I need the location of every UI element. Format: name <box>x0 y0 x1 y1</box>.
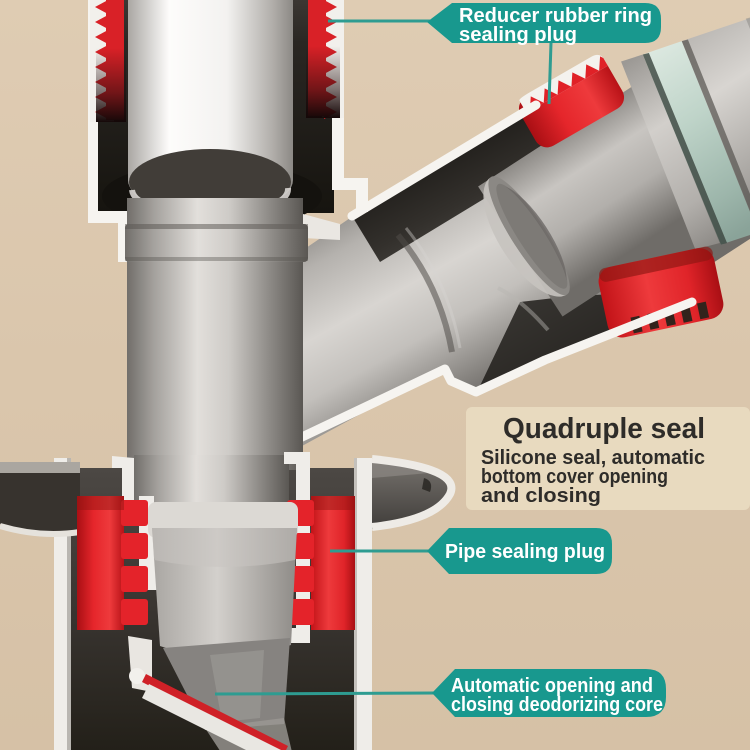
svg-text:Reducer rubber ring: Reducer rubber ring <box>459 5 652 27</box>
svg-text:and closing: and closing <box>481 485 601 507</box>
svg-text:Quadruple seal: Quadruple seal <box>503 413 705 445</box>
svg-text:closing deodorizing core: closing deodorizing core <box>451 694 663 716</box>
svg-text:Silicone seal, automatic: Silicone seal, automatic <box>481 447 705 469</box>
svg-text:Automatic opening and: Automatic opening and <box>451 675 653 697</box>
svg-text:bottom cover opening: bottom cover opening <box>481 466 668 488</box>
svg-text:sealing plug: sealing plug <box>459 24 577 46</box>
svg-text:Pipe sealing plug: Pipe sealing plug <box>445 541 605 563</box>
